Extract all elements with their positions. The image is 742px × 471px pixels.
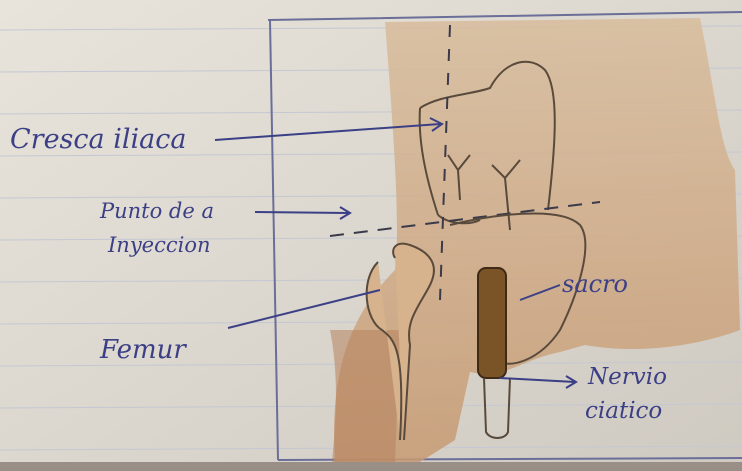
notebook-bottom-edge <box>0 462 742 471</box>
label-injection-point-line2: Inyeccion <box>107 233 211 257</box>
label-sciatic-nerve-line2: ciatico <box>585 398 662 424</box>
label-injection-point-line1: Punto de a <box>99 199 214 223</box>
label-iliac-crest: Cresca iliaca <box>10 124 186 155</box>
label-sacrum: sacro <box>562 270 628 298</box>
label-femur: Femur <box>99 335 187 365</box>
sciatic-nerve <box>478 268 506 378</box>
label-sciatic-nerve-line1: Nervio <box>587 364 667 390</box>
